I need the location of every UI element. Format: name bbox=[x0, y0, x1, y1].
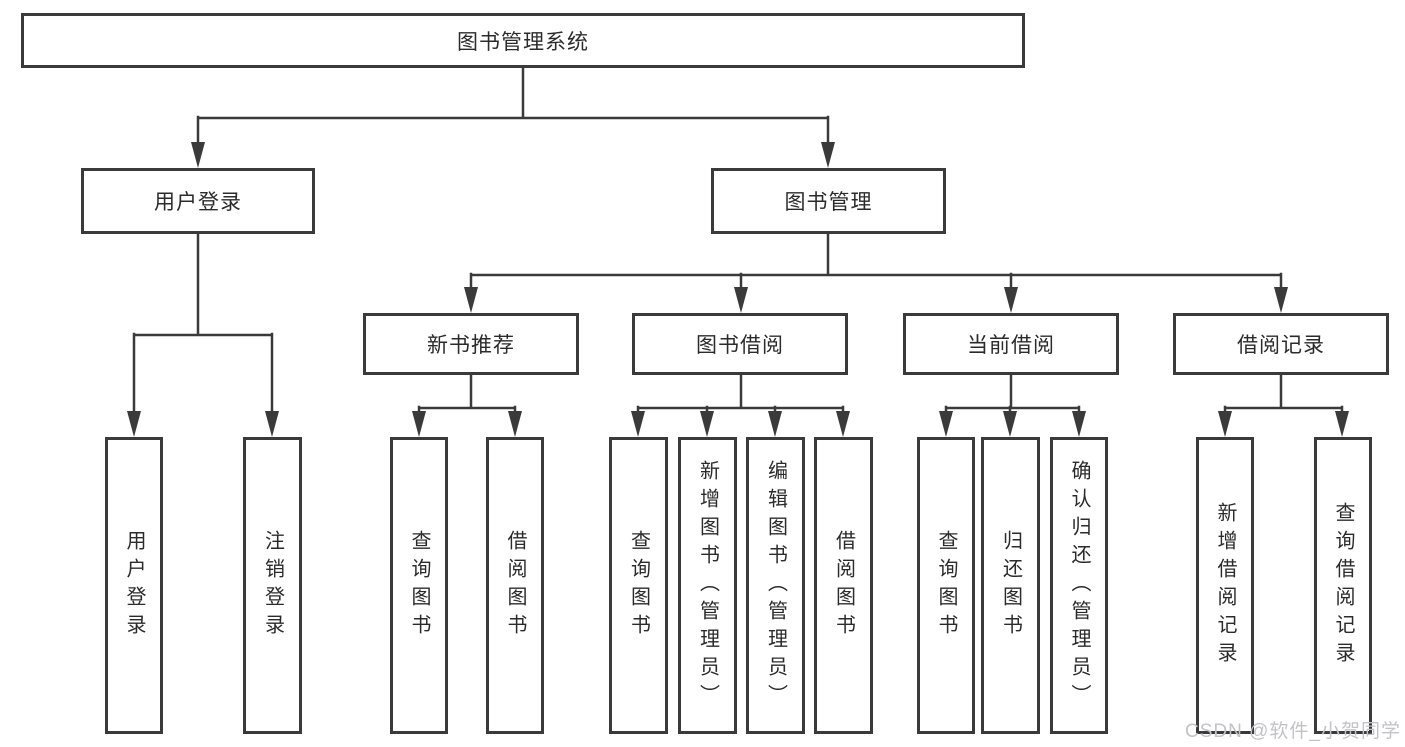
node-label: 图书借阅 bbox=[696, 334, 784, 357]
leaf-borrow-add-books-admin: 新增图书（管理员） bbox=[678, 437, 737, 734]
node-borrow-records: 借阅记录 bbox=[1173, 313, 1389, 375]
leaf-user-login: 用户登录 bbox=[105, 437, 163, 734]
node-label: 借阅图书 bbox=[504, 529, 526, 642]
node-label: 新增借阅记录 bbox=[1214, 501, 1236, 670]
csdn-watermark: CSDN @软件_小贺同学 bbox=[1185, 721, 1401, 742]
node-label: 查询图书 bbox=[627, 529, 650, 642]
leaf-current-confirm-return-admin: 确认归还（管理员） bbox=[1050, 437, 1108, 734]
node-label: 用户登录 bbox=[154, 191, 242, 214]
node-label: 图书管理系统 bbox=[457, 30, 589, 54]
node-label: 图书管理 bbox=[784, 191, 873, 214]
leaf-current-return-books: 归还图书 bbox=[981, 437, 1040, 734]
node-new-book-recommend: 新书推荐 bbox=[363, 313, 579, 375]
leaf-records-add-record: 新增借阅记录 bbox=[1196, 437, 1254, 734]
node-label: 确认归还（管理员） bbox=[1068, 459, 1090, 712]
node-label: 查询图书 bbox=[935, 529, 957, 642]
node-label: 借阅图书 bbox=[832, 529, 855, 642]
leaf-records-query-record: 查询借阅记录 bbox=[1314, 437, 1372, 734]
node-root-library-system: 图书管理系统 bbox=[21, 13, 1025, 68]
node-label: 编辑图书（管理员） bbox=[764, 459, 787, 712]
node-book-borrow: 图书借阅 bbox=[632, 313, 848, 375]
node-label: 归还图书 bbox=[999, 529, 1022, 642]
leaf-newbook-borrow-books: 借阅图书 bbox=[486, 437, 544, 734]
node-label: 用户登录 bbox=[123, 529, 145, 642]
node-user-login: 用户登录 bbox=[81, 168, 315, 234]
node-label: 查询借阅记录 bbox=[1332, 501, 1354, 670]
node-book-management: 图书管理 bbox=[711, 168, 946, 234]
node-label: 借阅记录 bbox=[1237, 334, 1325, 357]
node-label: 新增图书（管理员） bbox=[696, 459, 719, 712]
node-label: 当前借阅 bbox=[967, 334, 1055, 357]
node-label: 查询图书 bbox=[408, 529, 430, 642]
leaf-borrow-borrow-books: 借阅图书 bbox=[814, 437, 873, 734]
leaf-borrow-query-books: 查询图书 bbox=[609, 437, 668, 734]
node-label: 新书推荐 bbox=[427, 334, 515, 357]
leaf-current-query-books: 查询图书 bbox=[917, 437, 975, 734]
leaf-borrow-edit-books-admin: 编辑图书（管理员） bbox=[746, 437, 805, 734]
node-label: 注销登录 bbox=[261, 529, 284, 642]
node-current-borrow: 当前借阅 bbox=[903, 313, 1119, 375]
leaf-logout: 注销登录 bbox=[243, 437, 302, 734]
leaf-newbook-query-books: 查询图书 bbox=[390, 437, 448, 734]
